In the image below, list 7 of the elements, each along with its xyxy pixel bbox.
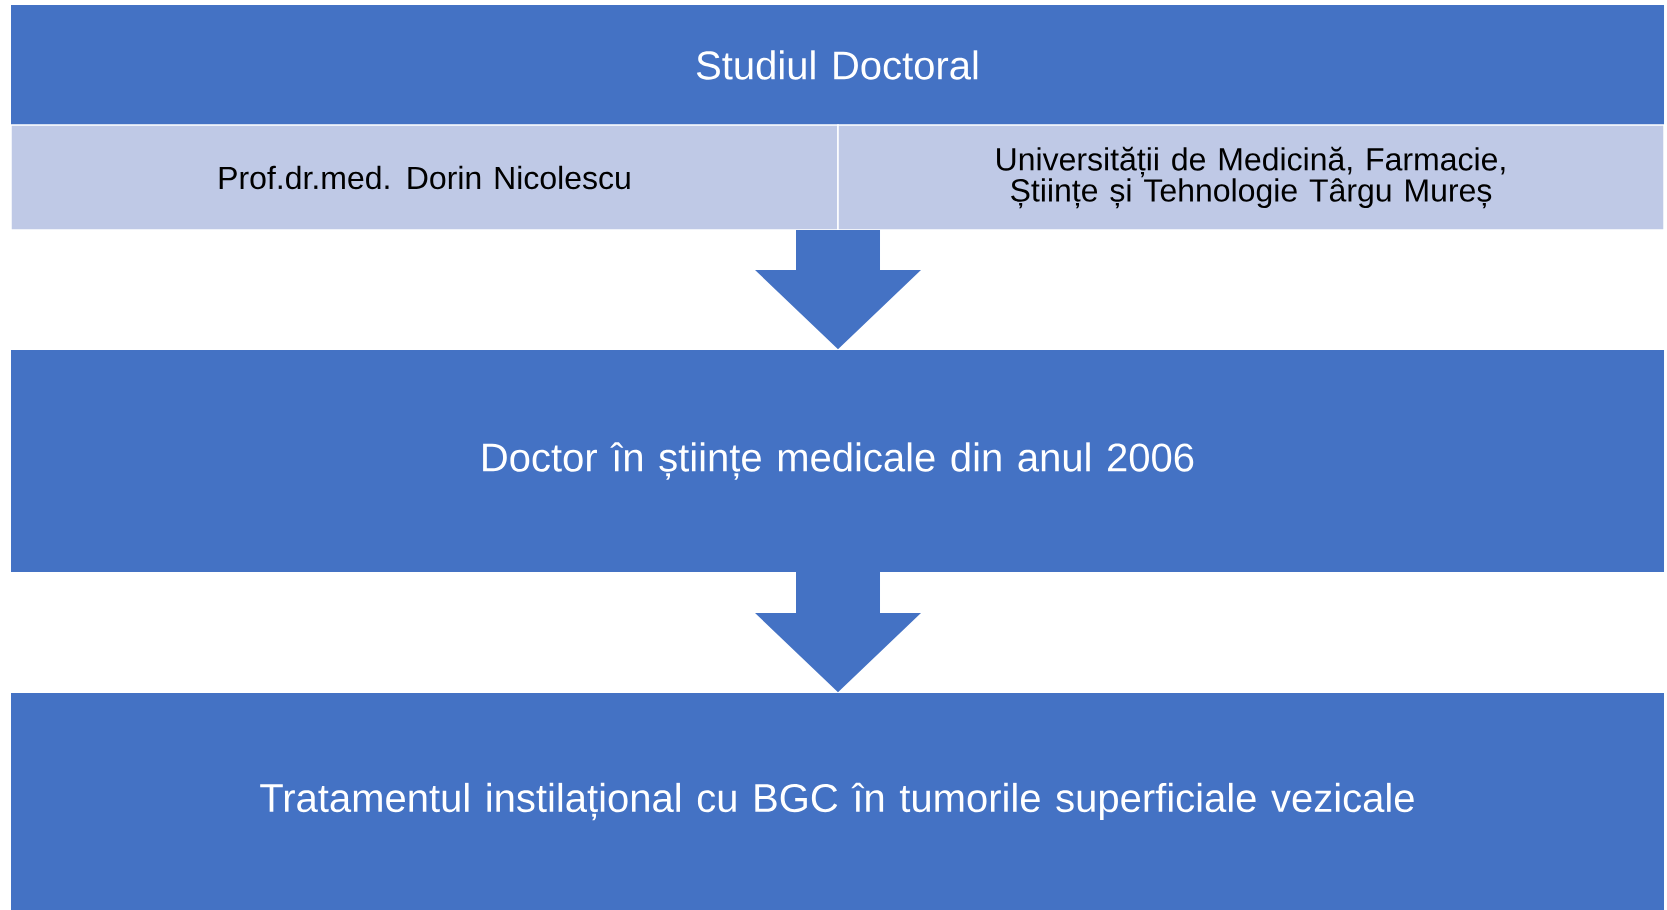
- table-cell: Prof.dr.med. Dorin Nicolescu: [10, 124, 839, 231]
- process-box: Tratamentul instilațional cu BGC în tumorile superficiale vezicale: [11, 693, 1664, 910]
- header-band: Studiul Doctoral: [11, 5, 1664, 125]
- table-cell: Universității de Medicină, Farmacie, Științe și Tehnologie Târgu Mureș: [837, 124, 1665, 231]
- process-box: Doctor în științe medicale din anul 2006: [11, 350, 1664, 572]
- block-arrow: [755, 572, 921, 693]
- block-arrow: [755, 230, 921, 350]
